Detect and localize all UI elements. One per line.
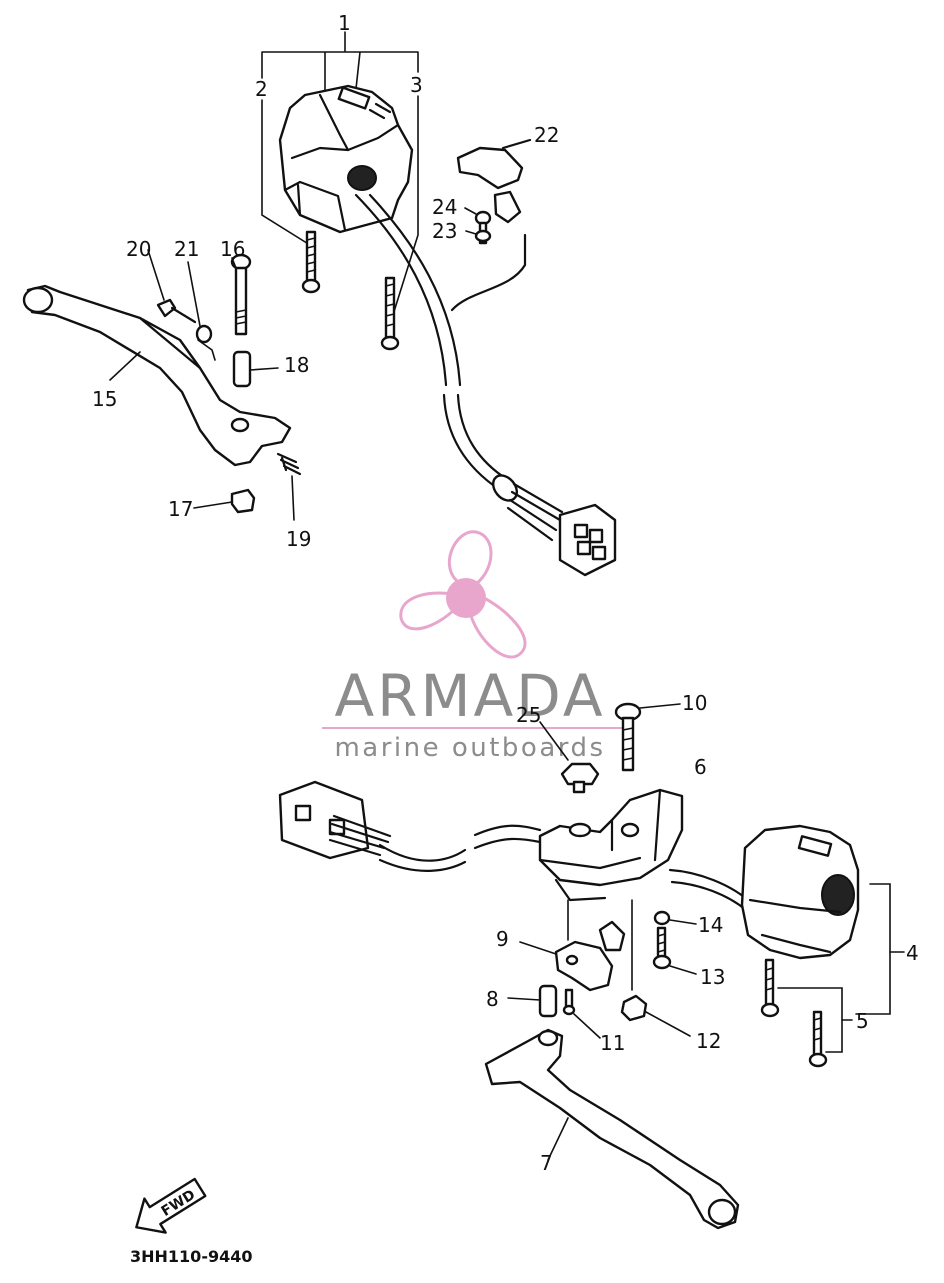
callout-10: 10 xyxy=(682,691,707,715)
handlebar-switch-lower xyxy=(740,824,860,960)
stop-switch-22 xyxy=(456,138,532,224)
drawing-code: 3HH110-9440 xyxy=(130,1247,252,1266)
cap-17 xyxy=(193,488,256,514)
callout-labels: 1 2 3 4 5 6 7 8 9 10 11 12 13 14 15 16 1… xyxy=(92,11,919,1175)
callout-9: 9 xyxy=(496,927,509,951)
lever-7 xyxy=(484,1028,740,1230)
callout-3: 3 xyxy=(410,73,423,97)
screw-23 xyxy=(465,221,492,245)
bolt-13 xyxy=(652,926,697,975)
leaders-upper xyxy=(109,249,237,381)
collar-8 xyxy=(507,984,558,1018)
upper-wire-harness xyxy=(354,193,617,577)
callout-6: 6 xyxy=(694,755,707,779)
cap-12 xyxy=(620,994,691,1037)
lower-hose xyxy=(668,868,750,912)
callout-20: 20 xyxy=(126,237,151,261)
callout-7: 7 xyxy=(540,1151,553,1175)
pivot-bolt-16 xyxy=(230,253,252,336)
watermark-brand: ARMADA xyxy=(334,662,605,730)
callout-bracket-1 xyxy=(261,31,419,319)
bolt-20 xyxy=(156,298,197,324)
callout-11: 11 xyxy=(600,1031,625,1055)
stop-switch-9 xyxy=(519,899,633,992)
armada-logo: ARMADA marine outboards xyxy=(322,530,622,763)
nut-24 xyxy=(464,207,492,226)
bolt-10 xyxy=(614,702,681,772)
nut-14 xyxy=(653,910,697,926)
callout-5: 5 xyxy=(856,1009,869,1033)
callout-1: 1 xyxy=(338,11,351,35)
screw-5a xyxy=(760,958,780,1018)
callout-24: 24 xyxy=(432,195,457,219)
fwd-arrow-icon: FWD xyxy=(135,1177,207,1234)
callout-21: 21 xyxy=(174,237,199,261)
callout-18: 18 xyxy=(284,353,309,377)
callout-2: 2 xyxy=(255,77,268,101)
callout-4: 4 xyxy=(906,941,919,965)
lever-15 xyxy=(22,284,292,467)
master-cylinder-6 xyxy=(538,788,684,902)
callout-19: 19 xyxy=(286,527,311,551)
screw-2 xyxy=(301,230,321,294)
callout-22: 22 xyxy=(534,123,559,147)
propeller-icon xyxy=(399,530,527,659)
watermark-tagline: marine outboards xyxy=(334,733,605,763)
callout-14: 14 xyxy=(698,913,723,937)
screw-5b xyxy=(808,1010,828,1068)
lower-wire-harness xyxy=(278,780,542,872)
callout-bracket-5 xyxy=(777,987,853,1053)
collar-18 xyxy=(232,350,279,388)
callout-13: 13 xyxy=(700,965,725,989)
callout-17: 17 xyxy=(168,497,193,521)
callout-12: 12 xyxy=(696,1029,721,1053)
handlebar-switch-upper xyxy=(278,84,414,234)
callout-16: 16 xyxy=(220,237,245,261)
callout-15: 15 xyxy=(92,387,117,411)
callout-25: 25 xyxy=(516,703,541,727)
nut-21 xyxy=(195,324,216,361)
callout-bracket-4 xyxy=(855,883,905,1015)
spring-19 xyxy=(276,452,302,521)
screw-3 xyxy=(380,276,400,351)
cap-25 xyxy=(539,721,600,794)
callout-8: 8 xyxy=(486,987,499,1011)
screw-11 xyxy=(562,988,601,1039)
callout-23: 23 xyxy=(432,219,457,243)
